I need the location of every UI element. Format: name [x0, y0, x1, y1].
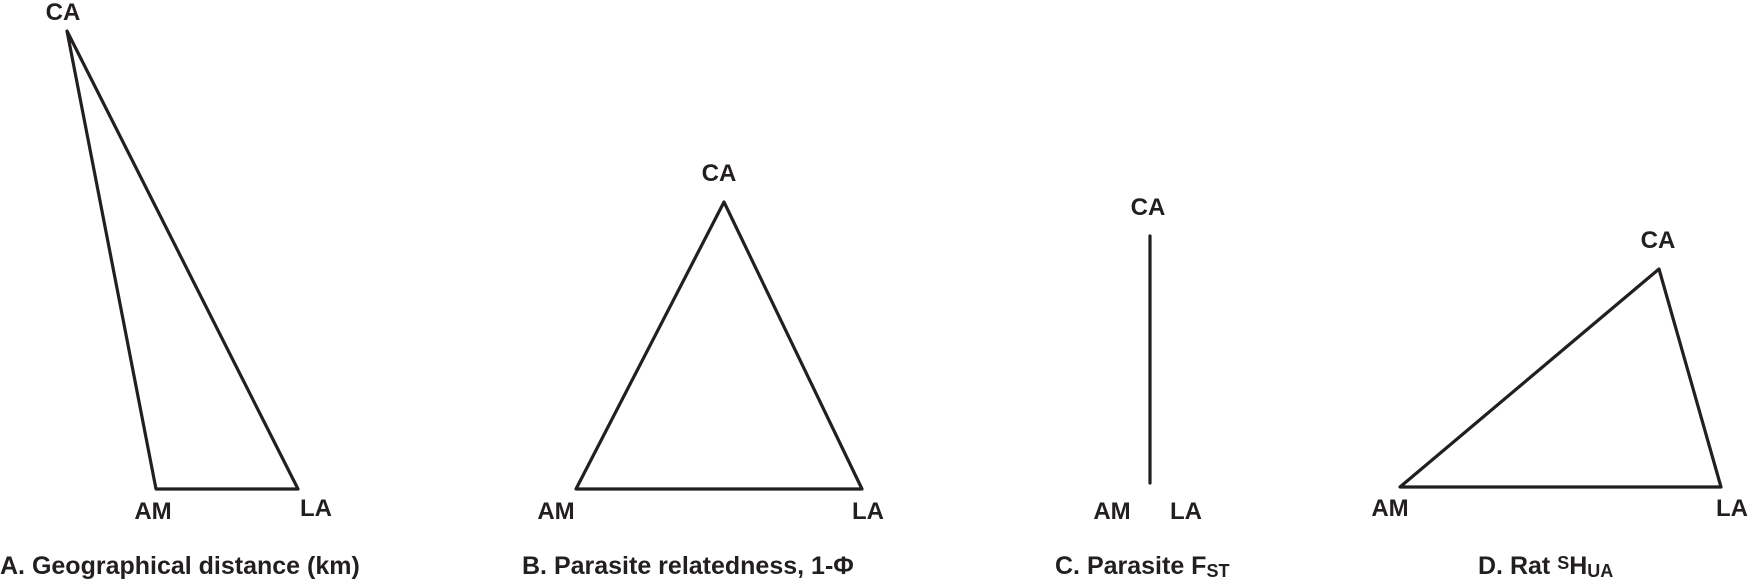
- panel-d-caption-main: H: [1569, 552, 1587, 580]
- panel-d-node-ca: CA: [1641, 227, 1676, 254]
- panel-c-node-ca: CA: [1131, 194, 1166, 221]
- panel-d-caption-superscript: S: [1557, 553, 1569, 573]
- panel-b-caption: B. Parasite relatedness, 1-Φ: [522, 552, 854, 580]
- panel-c-node-am: AM: [1093, 498, 1130, 525]
- panel-a-triangle: [65, 29, 300, 491]
- panel-d-caption: D. Rat SHUA: [1478, 552, 1613, 580]
- panel-b-node-am: AM: [537, 498, 574, 525]
- panel-a-node-la: LA: [300, 495, 332, 522]
- panel-b-node-ca: CA: [702, 160, 737, 187]
- panel-d: CA AM LA D. Rat SHUA: [1371, 227, 1748, 580]
- panel-a-caption: A. Geographical distance (km): [0, 552, 360, 580]
- panel-c-caption: C. Parasite FST: [1055, 552, 1229, 580]
- panel-a: CA AM LA A. Geographical distance (km): [0, 0, 360, 580]
- panel-d-node-am: AM: [1371, 495, 1408, 522]
- panel-c: CA AM LA C. Parasite FST: [1055, 194, 1229, 580]
- panel-a-node-am: AM: [134, 498, 171, 525]
- panel-d-node-la: LA: [1716, 495, 1748, 522]
- panel-c-caption-main: C. Parasite F: [1055, 552, 1206, 580]
- panel-d-triangle: [1398, 267, 1723, 489]
- panel-a-node-ca: CA: [46, 0, 81, 26]
- panel-d-caption-prefix: D. Rat: [1478, 552, 1557, 580]
- panel-b-node-la: LA: [852, 498, 884, 525]
- panel-b-triangle: [574, 200, 864, 491]
- panel-c-node-la: LA: [1170, 498, 1202, 525]
- panel-d-caption-subscript: UA: [1587, 561, 1613, 580]
- panel-c-caption-subscript: ST: [1206, 561, 1229, 580]
- panel-b: CA AM LA B. Parasite relatedness, 1-Φ: [522, 160, 884, 580]
